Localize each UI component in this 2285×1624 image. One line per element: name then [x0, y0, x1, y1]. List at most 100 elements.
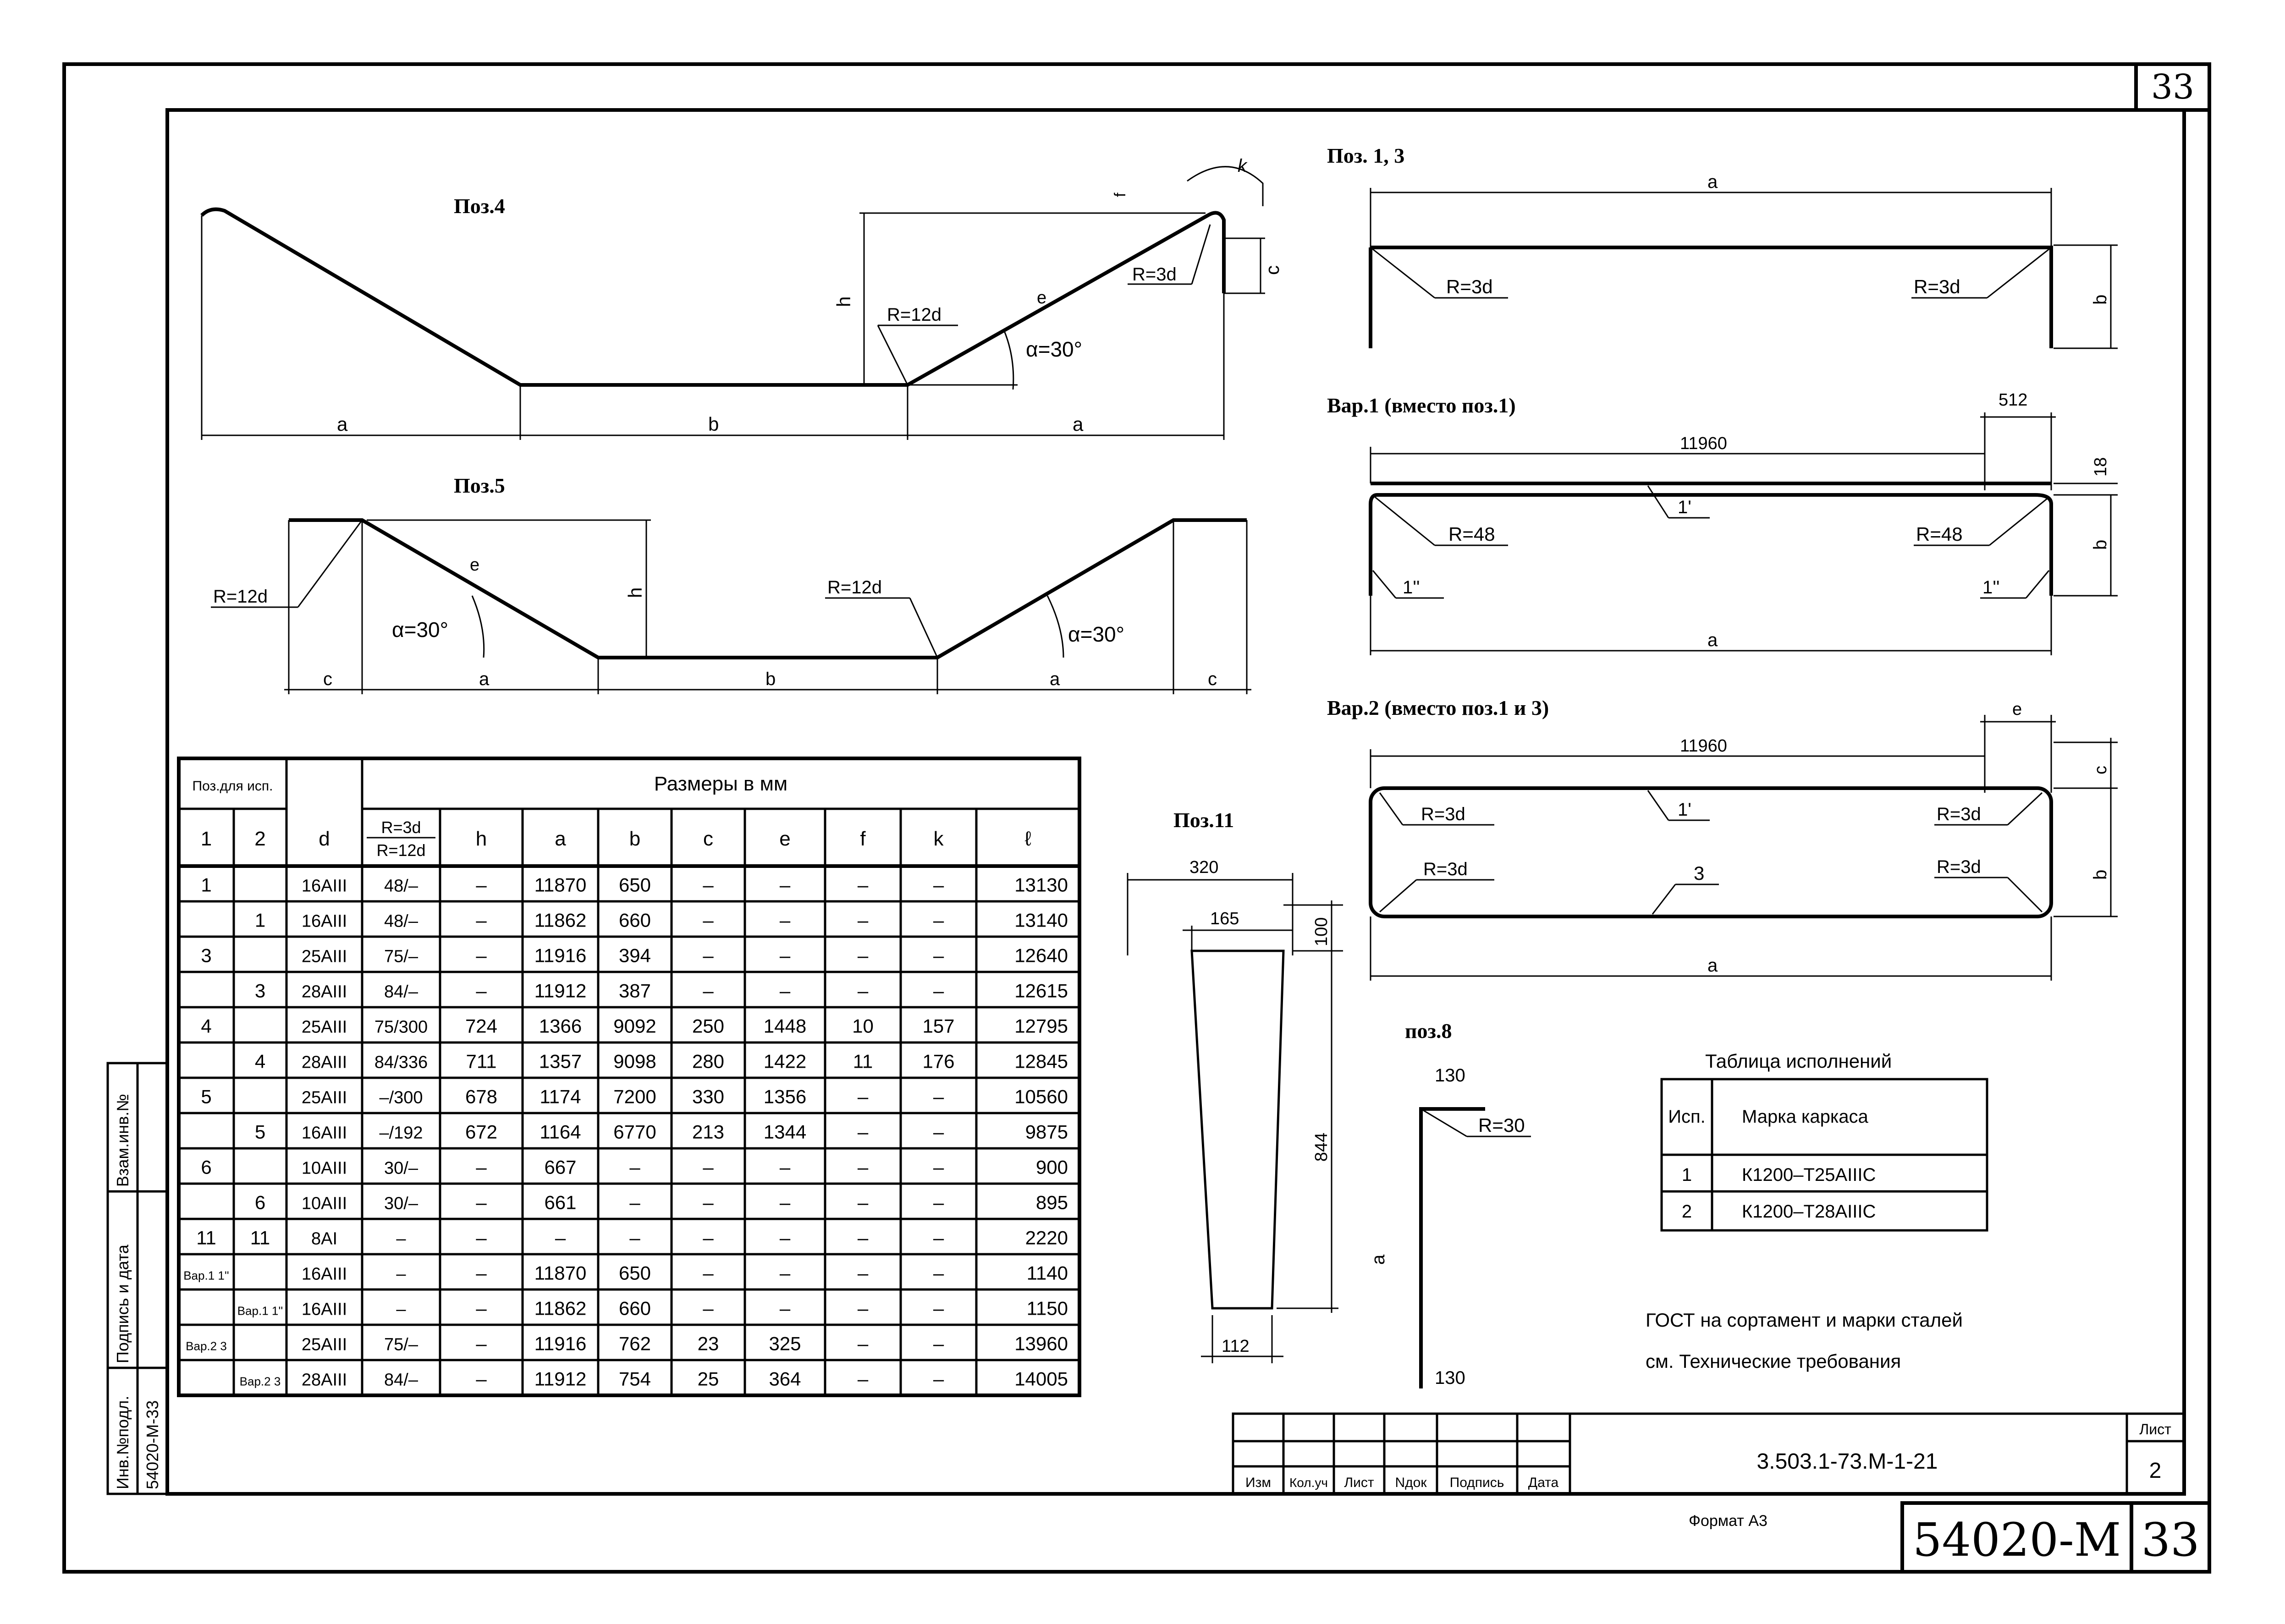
table-cell: 9098 [613, 1050, 656, 1072]
table-cell: – [858, 1262, 869, 1284]
table-cell: 10 [852, 1015, 874, 1037]
table-cell: 650 [619, 874, 651, 895]
table-cell: 6 [255, 1191, 265, 1213]
table-cell: – [703, 1262, 714, 1284]
poz8-dim-top: 130 [1435, 1065, 1465, 1086]
table-cell: 650 [619, 1262, 651, 1284]
table-cell: 1 [201, 874, 211, 895]
table-cell: – [933, 909, 944, 931]
table-cell: – [703, 874, 714, 895]
table-cell: 2220 [1025, 1227, 1068, 1248]
table-cell: Вар.2 3 [186, 1339, 227, 1353]
table-cell: Вар.1 1'' [183, 1268, 229, 1282]
poz8-dim-bottom: 130 [1435, 1368, 1465, 1388]
table-cell: – [933, 1191, 944, 1213]
poz4-radius-3d: R=3d [1132, 264, 1177, 285]
table-cell: 11862 [534, 909, 587, 931]
var2-dim-a: a [1707, 955, 1718, 976]
table-cell: –/192 [379, 1123, 423, 1142]
table-cell: 660 [619, 1297, 651, 1319]
table-cell: 30/– [384, 1194, 418, 1213]
table-header-7: b [629, 828, 640, 850]
variants-header-mark: Марка каркаса [1742, 1107, 1868, 1127]
var1-pos-1dprime-right: 1'' [1982, 577, 2000, 598]
poz5-angle-right: α=30° [1068, 622, 1124, 646]
table-cell: – [780, 1156, 791, 1178]
table-cell: 280 [692, 1050, 724, 1072]
table-cell: – [933, 1297, 944, 1319]
table-cell: – [396, 1264, 406, 1284]
table-cell: – [858, 909, 869, 931]
table-cell: 900 [1036, 1156, 1068, 1178]
poz5-title: Поз.5 [454, 474, 505, 497]
table-cell: 724 [465, 1015, 497, 1037]
poz13-radius-left: R=3d [1446, 276, 1493, 297]
side-label-signature: Подпись и дата [113, 1244, 132, 1363]
table-header-2: 2 [254, 828, 265, 850]
poz4-dim-k: k [1238, 156, 1248, 176]
table-cell: 667 [544, 1156, 576, 1178]
poz5-dim-c2: c [1208, 669, 1217, 689]
poz11-title: Поз.11 [1173, 808, 1234, 832]
table-cell: – [396, 1300, 406, 1319]
table-cell: 11 [853, 1050, 873, 1072]
table-cell: – [476, 874, 487, 895]
table-cell: 1344 [764, 1121, 806, 1142]
poz5-radius-right: R=12d [827, 577, 882, 598]
table-cell: – [555, 1227, 566, 1248]
poz5-dim-a2: a [1050, 669, 1060, 689]
var2-radius-tl: R=3d [1421, 804, 1465, 824]
table-cell: 16AIII [302, 911, 347, 931]
table-cell: 14005 [1014, 1368, 1068, 1389]
var2-radius-bl: R=3d [1423, 859, 1468, 879]
poz4-dim-a2: a [1073, 413, 1084, 435]
table-cell: – [858, 980, 869, 1001]
poz5-dim-b: b [765, 669, 776, 689]
var2-title: Вар.2 (вместо поз.1 и 3) [1327, 696, 1549, 719]
poz13-dim-b: b [2090, 295, 2110, 305]
table-cell: – [858, 1191, 869, 1213]
table-cell: – [629, 1191, 640, 1213]
side-label-replaced: Взам.инв.№ [113, 1094, 132, 1187]
table-cell: 11862 [534, 1297, 587, 1319]
note-line2: см. Технические требования [1646, 1350, 1901, 1372]
table-cell: 250 [692, 1015, 724, 1037]
poz4-title: Поз.4 [454, 194, 505, 218]
table-cell: – [476, 944, 487, 966]
table-cell: 23 [698, 1333, 719, 1354]
variants-header-num: Исп. [1668, 1107, 1706, 1127]
table-cell: 11916 [534, 944, 587, 966]
inventory-page: 33 [2141, 1513, 2199, 1567]
table-cell: 762 [619, 1333, 651, 1354]
drawing-poz5: Поз.5 c a b a c h e R=12d R=12d α=30° α=… [211, 474, 1251, 694]
table-header-12: ℓ [1024, 828, 1031, 850]
table-cell: 25AIII [302, 1088, 347, 1107]
poz4-dim-e: e [1037, 288, 1046, 307]
table-cell: 1448 [764, 1015, 806, 1037]
variants-title: Таблица исполнений [1705, 1050, 1892, 1072]
table-cell: 1366 [539, 1015, 582, 1037]
poz5-angle-left: α=30° [392, 618, 448, 642]
table-cell: 16AIII [302, 1300, 347, 1319]
table-cell: – [703, 909, 714, 931]
table-cell: 1164 [540, 1121, 581, 1142]
table-header-3: d [319, 828, 330, 850]
table-cell: – [476, 980, 487, 1001]
table-cell: 11912 [534, 1368, 587, 1389]
table-cell: – [703, 944, 714, 966]
poz5-dim-c1: c [323, 669, 332, 689]
table-cell: 11870 [534, 1262, 587, 1284]
table-cell: 157 [922, 1015, 954, 1037]
table-cell: 4 [255, 1050, 265, 1072]
table-cell: – [858, 1297, 869, 1319]
table-cell: 1357 [539, 1050, 582, 1072]
poz5-dim-h: h [624, 587, 646, 598]
var1-dim-length: 11960 [1680, 434, 1727, 453]
table-cell: 25AIII [302, 1335, 347, 1354]
table-cell: 1356 [764, 1086, 806, 1107]
table-cell: – [476, 1156, 487, 1178]
table-cell: 84/336 [374, 1053, 428, 1072]
table-cell: – [703, 980, 714, 1001]
table-cell: 7200 [613, 1086, 656, 1107]
